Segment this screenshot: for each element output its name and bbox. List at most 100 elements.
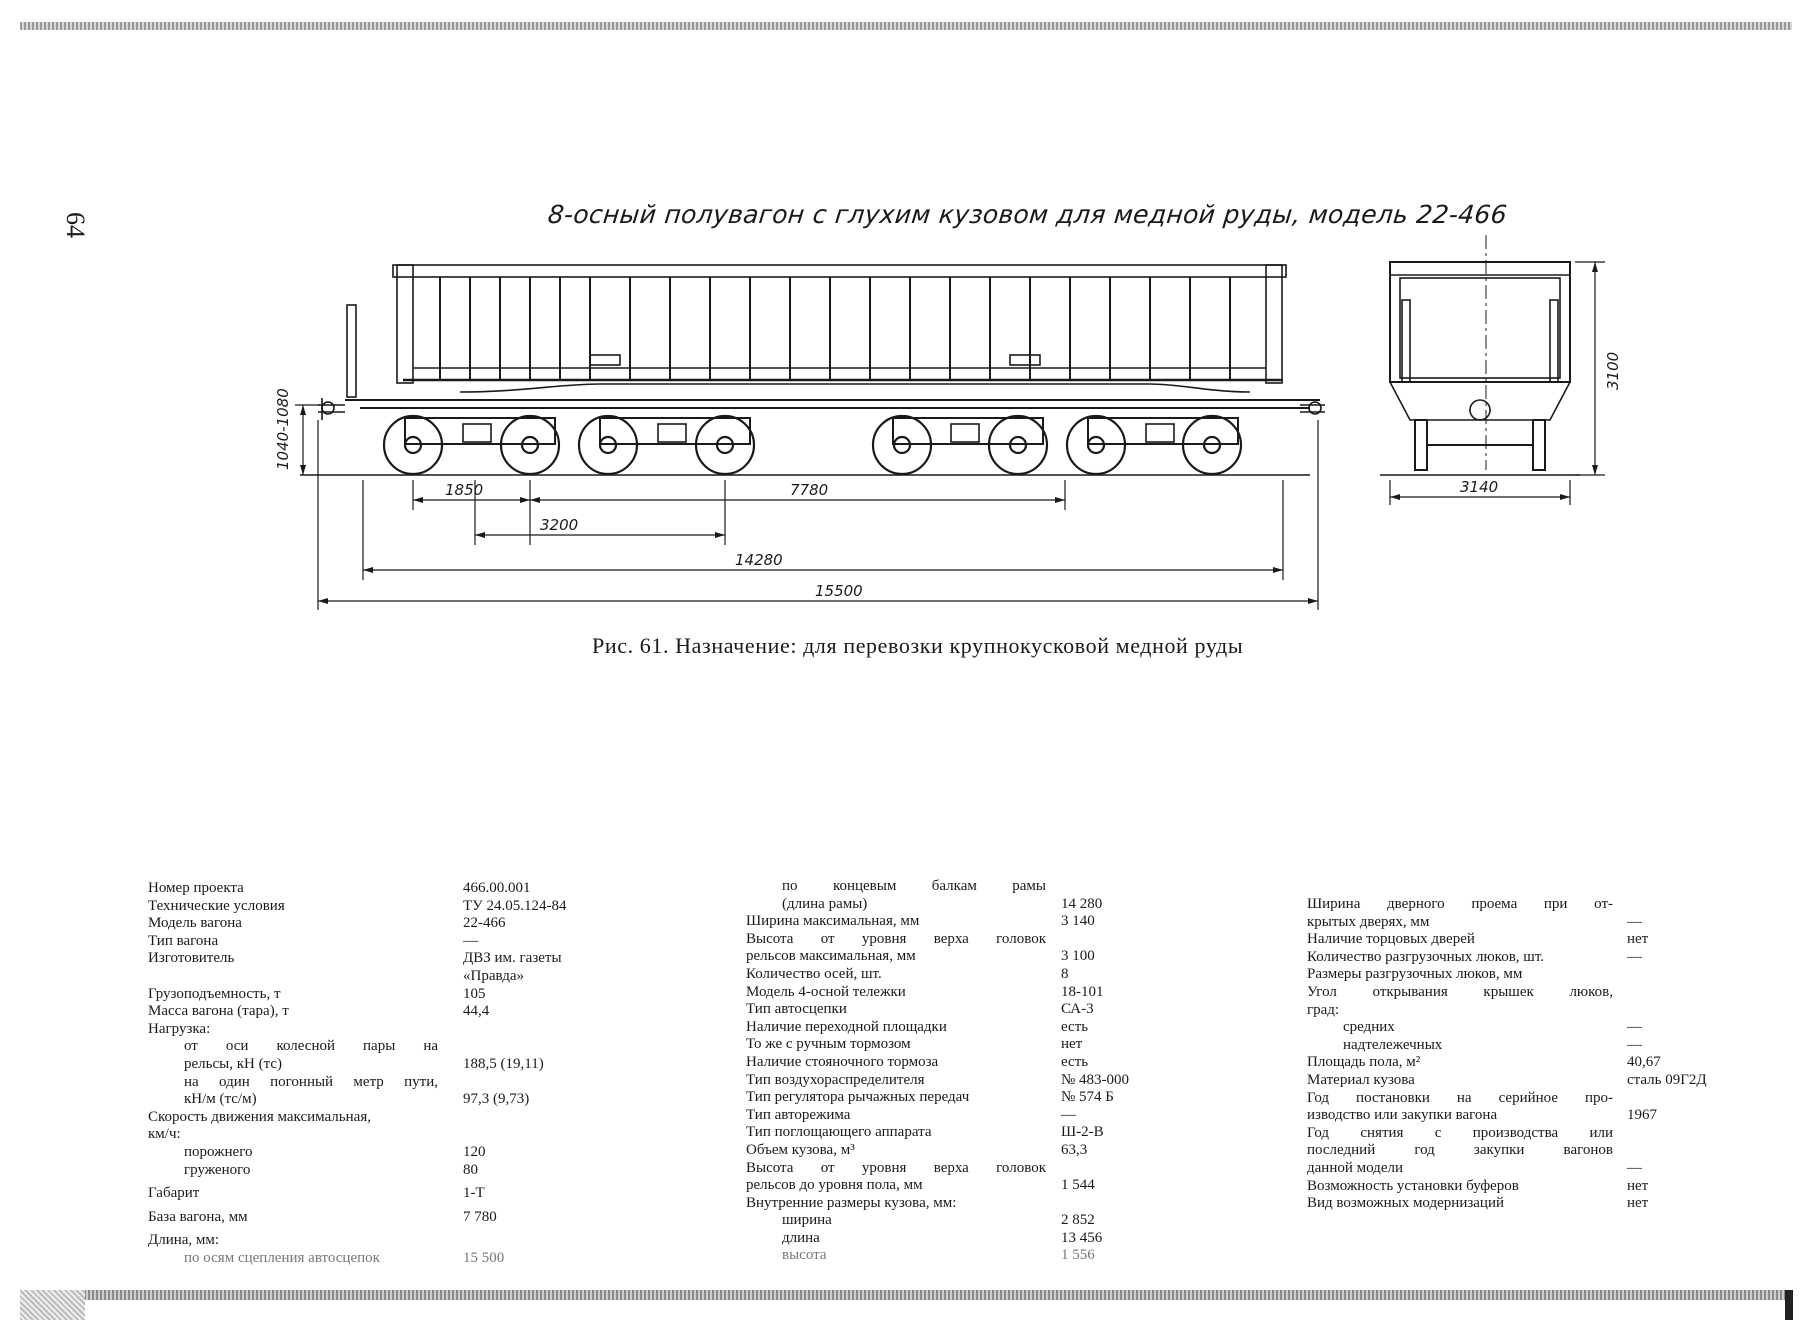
spec-label: Год постановки на серийное про- — [1307, 1089, 1613, 1106]
spec-row: надтележечных — — [1307, 1037, 1737, 1055]
right-coupler-head — [1308, 401, 1322, 415]
spec-label: Тип вагона — [148, 932, 219, 949]
spec-value: 14 280 — [1061, 895, 1103, 912]
spec-row: Тип вагона — — [148, 933, 528, 951]
dim-7780: 7780 — [790, 481, 828, 499]
dim-1040-1080: 1040-1080 — [274, 388, 292, 470]
left-end-post — [396, 264, 414, 384]
spec-label: по концевым балкам рамы — [782, 878, 1046, 894]
spec-row: последний год закупки вагонов — [1307, 1142, 1737, 1160]
spec-row: Внутренние размеры кузова, мм: — [746, 1195, 1166, 1213]
spec-label: град: — [1307, 1001, 1340, 1018]
spec-value: 2 852 — [1061, 1212, 1095, 1229]
spec-row: порожнего 120 — [148, 1144, 528, 1162]
dimension-arrows — [300, 405, 1318, 604]
spec-label: км/ч: — [148, 1126, 181, 1143]
wheelsets — [382, 414, 1243, 476]
spec-column-2: по концевым балкам рамы(длина рамы) 14 28… — [746, 878, 1166, 1265]
spec-value: — — [1627, 948, 1642, 965]
spec-value: есть — [1061, 1053, 1089, 1070]
bogie-2 — [599, 417, 751, 445]
spec-label: кН/м (тс/м) — [184, 1091, 257, 1108]
spec-value: — — [1627, 1019, 1642, 1036]
spec-row: Высота от уровня верха головок — [746, 931, 1166, 949]
spec-label: надтележечных — [1343, 1036, 1443, 1053]
spec-row: Ширина дверного проема при от- — [1307, 896, 1737, 914]
spec-value: 120 — [463, 1143, 486, 1160]
spec-label: Тип поглощающего аппарата — [746, 1124, 932, 1141]
spec-label: Грузоподъемность, т — [148, 985, 281, 1002]
spec-row: Тип авторежима— — [746, 1107, 1166, 1125]
spec-row: Материал кузова сталь 09Г2Д — [1307, 1072, 1737, 1090]
dim-14280: 14280 — [735, 551, 783, 569]
spec-label: Внутренние размеры кузова, мм: — [746, 1194, 957, 1211]
scan-corner-right — [1785, 1290, 1793, 1320]
dim-3200: 3200 — [540, 516, 578, 534]
spec-label: Высота от уровня верха головок — [746, 1159, 1046, 1176]
spec-label: То же с ручным тормозом — [746, 1036, 911, 1053]
spec-label: изводство или закупки вагона — [1307, 1107, 1498, 1124]
spec-value: — — [1627, 1036, 1642, 1053]
spec-label: Вид возможных модернизаций — [1307, 1195, 1505, 1212]
end-view-body — [1389, 261, 1571, 383]
spec-label: (длина рамы) — [782, 895, 868, 912]
end-view-underframe — [1389, 381, 1571, 421]
spec-value: — — [463, 932, 478, 949]
spec-label: Тип автосцепки — [746, 1001, 847, 1018]
spec-label: Возможность установки буферов — [1307, 1177, 1519, 1194]
end-view-panel — [1399, 277, 1561, 379]
spec-value: 1-Т — [463, 1185, 485, 1202]
spec-value: Ш-2-В — [1061, 1124, 1104, 1141]
spec-row: Размеры разгрузочных люков, мм — [1307, 966, 1737, 984]
spec-label: Модель вагона — [148, 915, 242, 932]
spec-row: данной модели— — [1307, 1160, 1737, 1178]
spec-label: Количество разгрузочных люков, шт. — [1307, 948, 1545, 965]
scan-top-edge — [20, 22, 1792, 30]
spec-label: Масса вагона (тара), т — [148, 1003, 289, 1020]
spec-label: Угол открывания крышек люков, — [1307, 983, 1613, 1000]
spec-label: рельсов максимальная, мм — [746, 948, 916, 965]
dimension-lines — [295, 404, 1319, 610]
spec-label: порожнего — [184, 1143, 253, 1160]
spec-label: Ширина дверного проема при от- — [1307, 896, 1613, 912]
spec-label: по осям сцепления автосцепок — [184, 1249, 380, 1266]
spec-label: Модель 4-осной тележки — [746, 983, 906, 1000]
underframe-sill — [459, 383, 1251, 393]
figure-caption: Рис. 61. Назначение: для перевозки крупн… — [592, 633, 1244, 658]
spec-label: Материал кузова — [1307, 1071, 1415, 1088]
spec-label: Тип авторежима — [746, 1106, 851, 1123]
spec-value: есть — [1061, 1018, 1089, 1035]
spec-value: 97,3 (9,73) — [463, 1091, 530, 1108]
spec-label: Тип регулятора рычажных передач — [746, 1089, 970, 1106]
spec-label: крытых дверях, мм — [1307, 913, 1430, 930]
spec-value: 44,4 — [463, 1003, 490, 1020]
right-end-post — [1265, 264, 1283, 384]
spec-row: Наличие переходной площадки есть — [746, 1019, 1166, 1037]
spec-value: 188,5 (19,11) — [463, 1055, 544, 1072]
spec-row: от оси колесной пары на — [148, 1038, 528, 1056]
spec-row: Нагрузка: — [148, 1021, 528, 1039]
spec-row: Скорость движения максимальная, — [148, 1109, 528, 1127]
spec-value: сталь 09Г2Д — [1627, 1071, 1707, 1088]
spec-row: град: — [1307, 1002, 1737, 1020]
spec-label: База вагона, мм — [148, 1208, 248, 1225]
bogie-1 — [404, 417, 556, 445]
spec-label: Наличие переходной площадки — [746, 1018, 947, 1035]
spec-value: 3 100 — [1061, 948, 1095, 965]
spec-row: Высота от уровня верха головок — [746, 1160, 1166, 1178]
spec-value: ДВЗ им. газеты — [463, 950, 562, 967]
bogie-4 — [1087, 417, 1239, 445]
dim-1850: 1850 — [445, 481, 483, 499]
